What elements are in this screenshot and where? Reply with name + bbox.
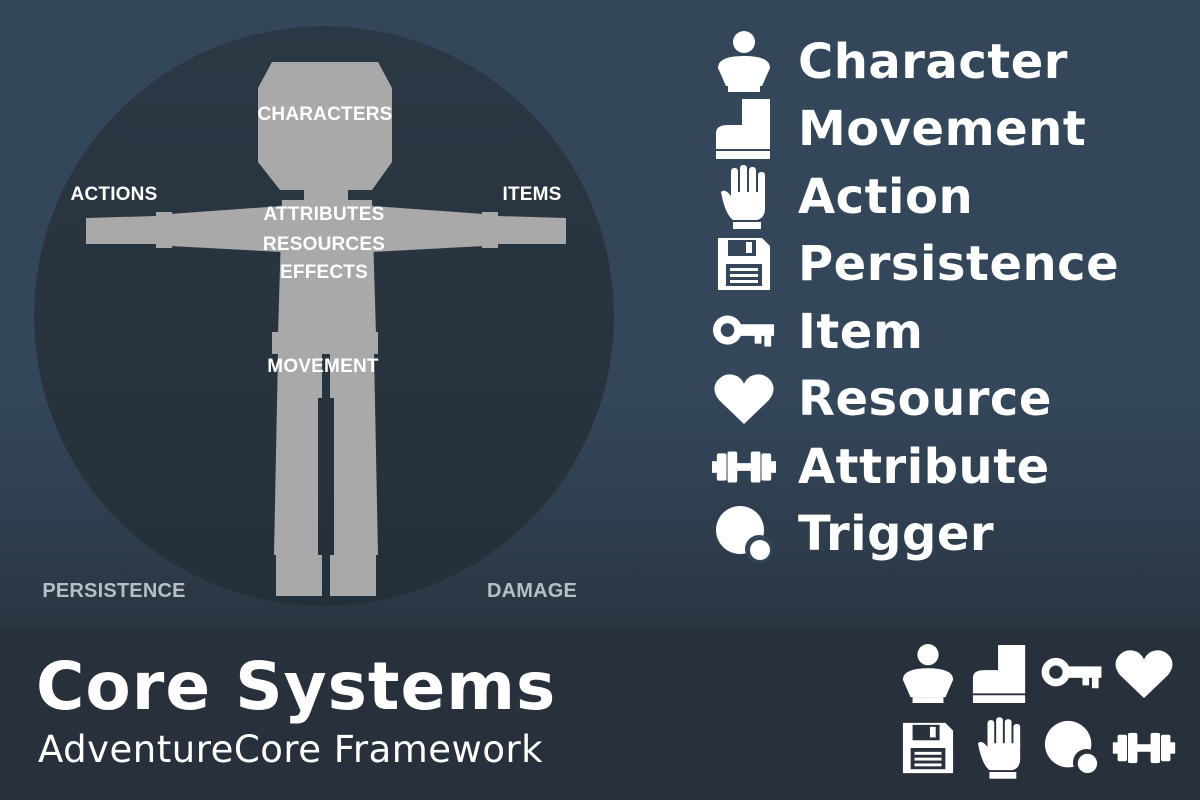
trigger-icon <box>712 502 776 566</box>
label-damage: DAMAGE <box>486 580 578 602</box>
legend-label: Persistence <box>798 236 1120 293</box>
systems-legend: Character Movement Action Persistence It… <box>712 28 1192 568</box>
label-effects: EFFECTS <box>280 262 368 283</box>
resource-icon <box>1110 638 1178 710</box>
legend-item-persistence: Persistence <box>712 231 1192 299</box>
label-attributes: ATTRIBUTES <box>263 204 385 225</box>
figure-right-leg <box>330 352 378 596</box>
label-resources: RESOURCES <box>262 234 386 255</box>
core-systems-diagram <box>34 26 614 606</box>
legend-item-resource: Resource <box>712 366 1192 434</box>
attribute-icon <box>712 435 776 499</box>
page-title: Core Systems <box>36 648 557 725</box>
figure-left-arm <box>170 206 282 252</box>
persistence-icon <box>894 712 962 784</box>
label-actions: ACTIONS <box>70 184 158 205</box>
legend-label: Character <box>798 33 1068 90</box>
figure-head <box>258 62 392 190</box>
legend-label: Action <box>798 168 974 225</box>
label-persistence: PERSISTENCE <box>42 580 186 602</box>
item-icon <box>1038 638 1106 710</box>
figure-left-hand <box>86 216 156 244</box>
figure-right-hand <box>498 216 566 244</box>
figure-right-wrist <box>482 212 498 248</box>
legend-item-trigger: Trigger <box>712 501 1192 569</box>
legend-item-action: Action <box>712 163 1192 231</box>
legend-label: Item <box>798 303 924 360</box>
action-icon <box>966 712 1034 784</box>
legend-item-item: Item <box>712 298 1192 366</box>
figure-torso <box>278 200 376 335</box>
attribute-icon <box>1110 712 1178 784</box>
action-icon <box>712 164 776 229</box>
legend-item-movement: Movement <box>712 96 1192 164</box>
label-movement: MOVEMENT <box>267 356 379 377</box>
page-subtitle: AdventureCore Framework <box>38 728 544 771</box>
legend-label: Attribute <box>798 438 1050 495</box>
icon-grid <box>894 638 1184 788</box>
movement-icon <box>966 638 1034 710</box>
legend-item-character: Character <box>712 28 1192 96</box>
figure-neck <box>304 188 348 202</box>
character-figure <box>86 62 566 596</box>
character-icon <box>894 638 962 710</box>
figure-right-arm <box>372 206 484 252</box>
legend-label: Trigger <box>798 506 995 563</box>
movement-icon <box>712 97 776 161</box>
resource-icon <box>712 367 776 431</box>
legend-label: Resource <box>798 371 1052 428</box>
label-items: ITEMS <box>502 184 562 205</box>
trigger-icon <box>1038 712 1106 784</box>
legend-item-attribute: Attribute <box>712 433 1192 501</box>
figure-belt <box>272 332 378 354</box>
persistence-icon <box>712 232 776 296</box>
legend-label: Movement <box>798 101 1087 158</box>
item-icon <box>712 300 776 364</box>
label-characters: CHARACTERS <box>257 104 393 125</box>
figure-left-wrist <box>156 212 172 248</box>
figure-left-leg <box>274 352 322 596</box>
character-icon <box>712 30 776 94</box>
